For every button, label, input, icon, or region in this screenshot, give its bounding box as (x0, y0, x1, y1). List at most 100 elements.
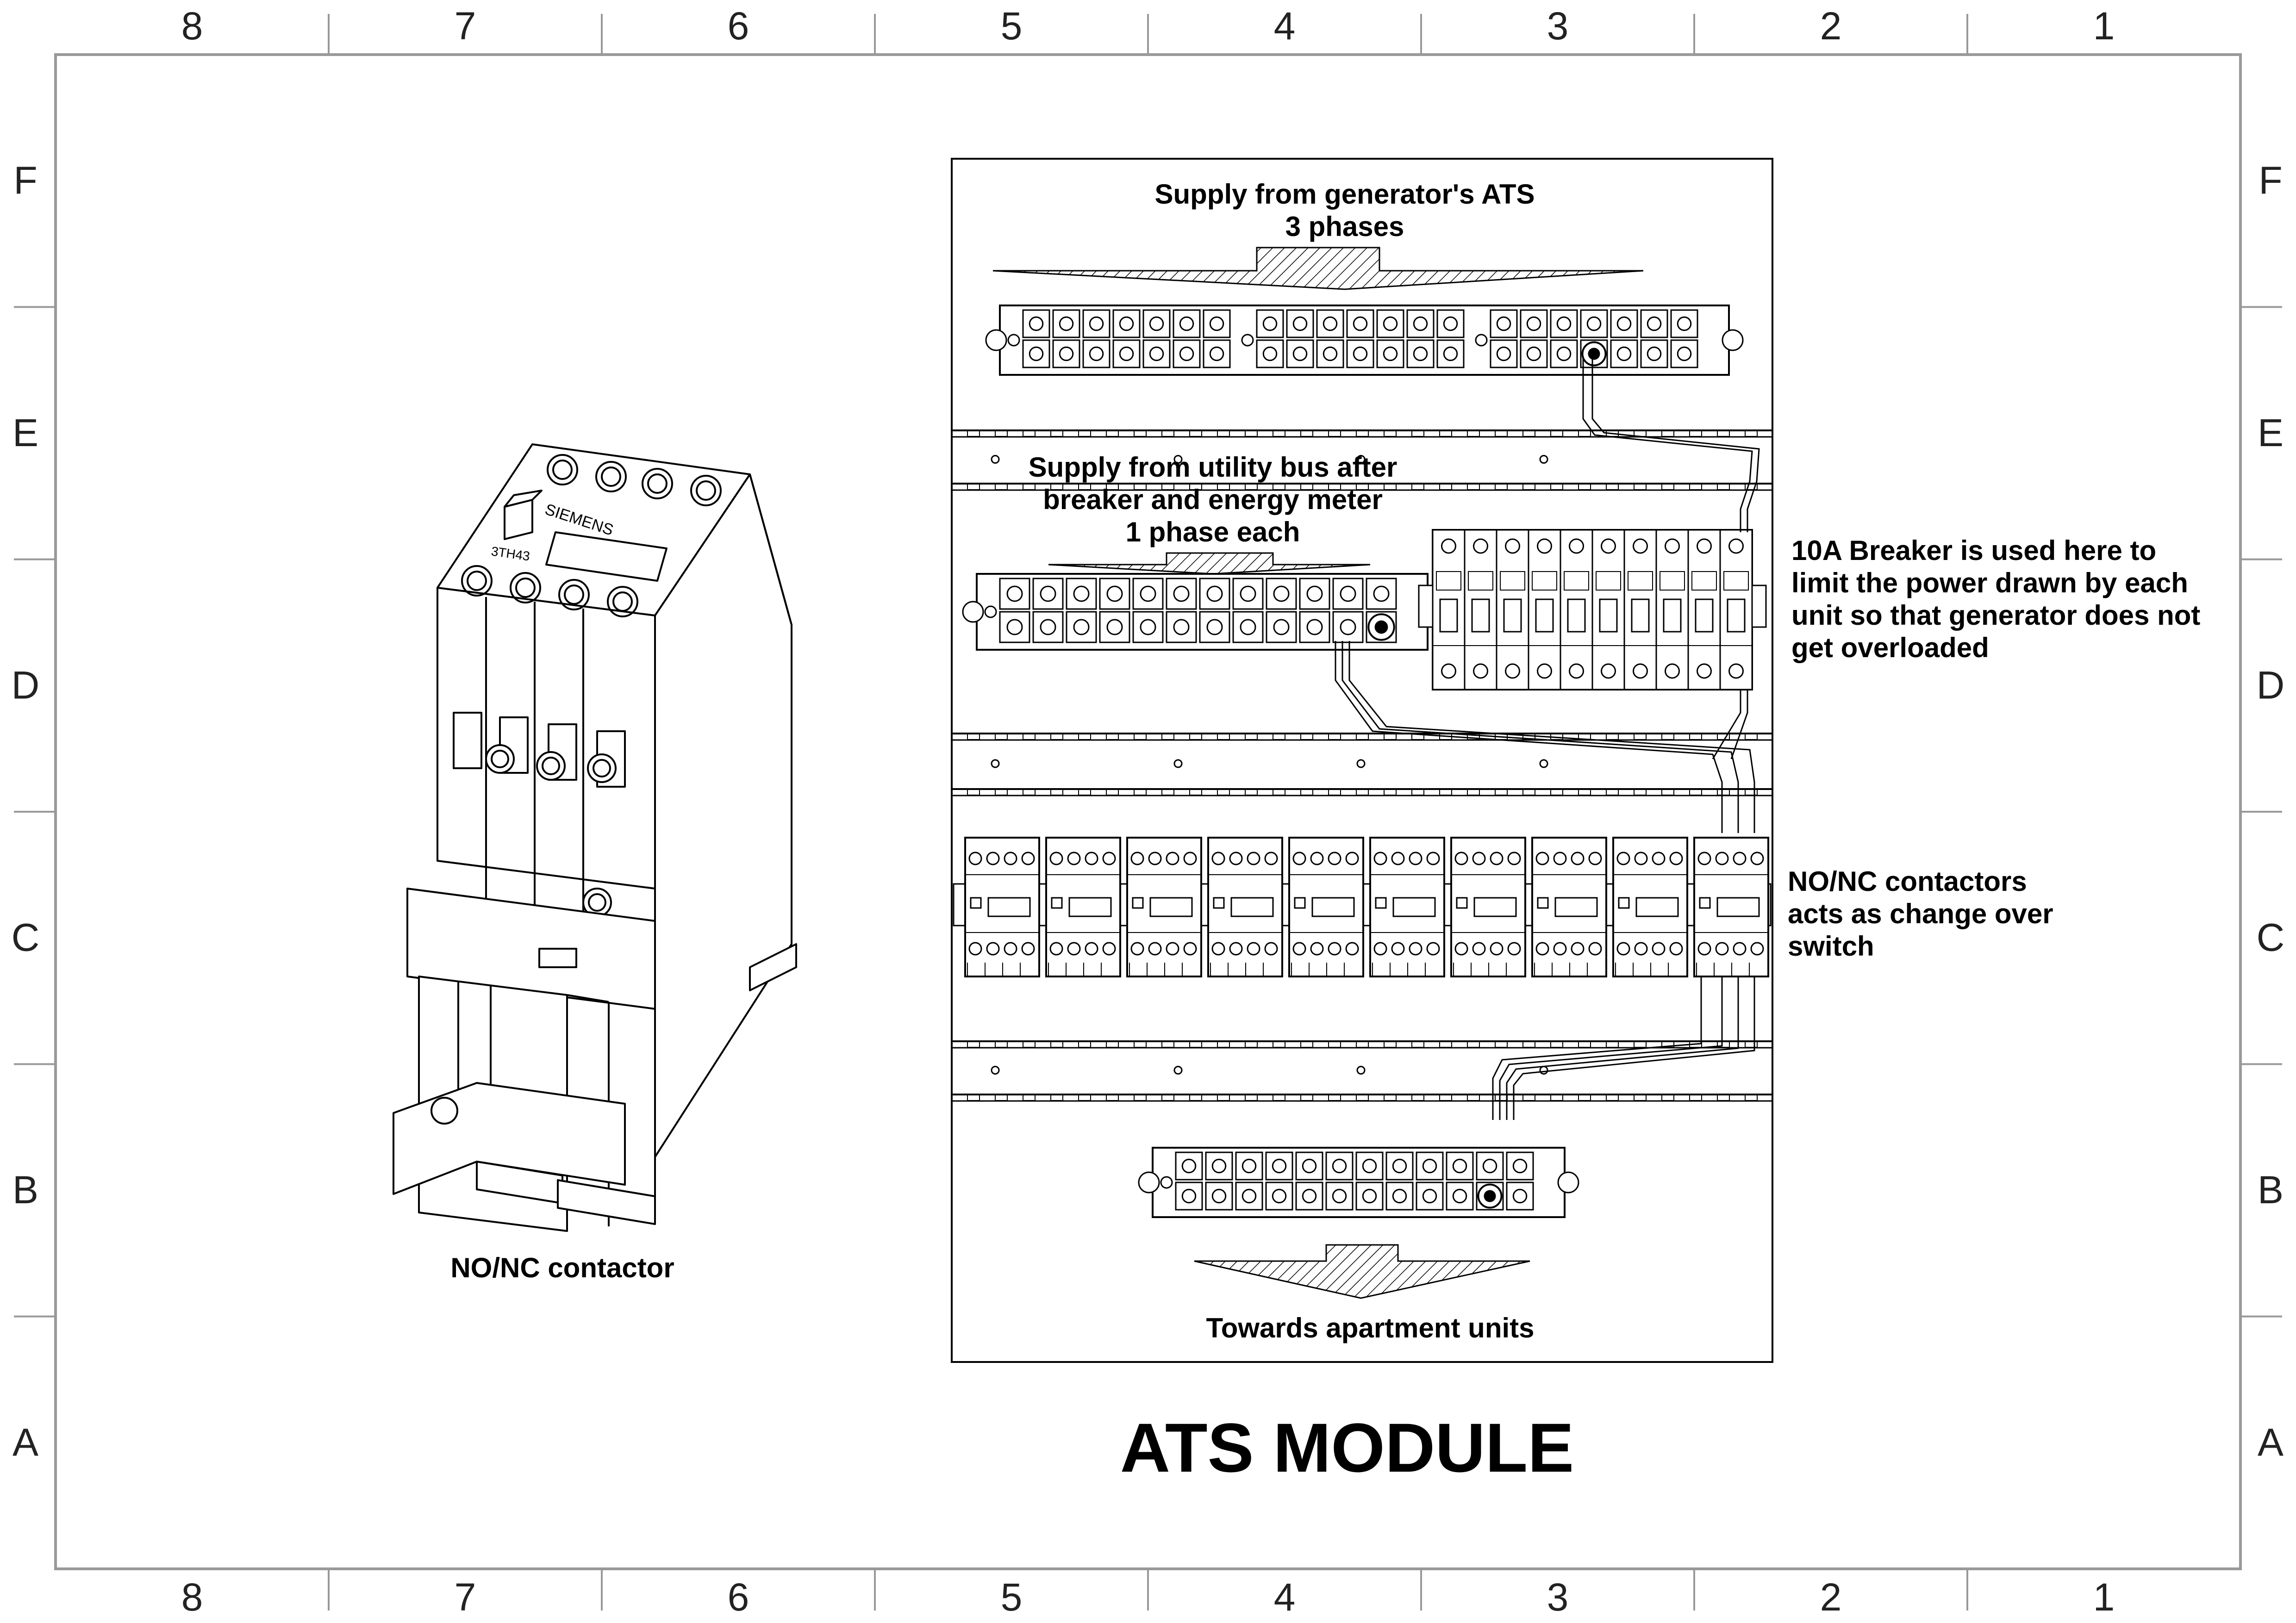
breaker-terminal (1537, 538, 1552, 554)
breaker-terminal (1569, 538, 1584, 554)
rail-slot (967, 1041, 980, 1048)
contactor-terminal (1148, 852, 1162, 865)
terminal-hole (1140, 585, 1156, 602)
contactor-terminal (1166, 852, 1179, 865)
terminal-hole (1206, 585, 1223, 602)
terminal-hole (1211, 1158, 1227, 1174)
rail-slot (1134, 734, 1147, 740)
rail-slot (1384, 789, 1397, 796)
terminal-hole (1677, 346, 1692, 361)
rail-slot (1661, 1094, 1674, 1101)
contactor-terminal (1345, 852, 1359, 865)
rail-slot (1495, 1094, 1508, 1101)
contactor-terminal (1588, 942, 1602, 956)
terminal-hole (1512, 1188, 1528, 1204)
terminal-cell (1355, 1181, 1384, 1211)
rail-slot (1661, 430, 1674, 437)
contactor-terminal (1715, 942, 1729, 956)
contactor-terminal (1616, 852, 1630, 865)
rail-slot (1634, 1041, 1647, 1048)
rail-slot (1717, 430, 1730, 437)
contactor-label-plate (1473, 897, 1517, 917)
contactor-button (1375, 897, 1387, 909)
contactor-note-line2: acts as change over (1788, 898, 2053, 929)
terminal-hole (1556, 346, 1572, 361)
contactor-terminal (1166, 942, 1179, 956)
rail-slot (1023, 734, 1036, 740)
terminal-cell (1610, 309, 1638, 338)
terminal-cell (1520, 339, 1548, 368)
rail-slot (1578, 484, 1591, 490)
terminal-cell (1506, 1181, 1534, 1211)
terminal-cell (1476, 1151, 1504, 1181)
terminal-cell (1082, 309, 1111, 338)
contactor-terminal (1733, 852, 1747, 865)
breaker-note-line3: unit so that generator does not (1791, 600, 2200, 631)
terminal-hole (1106, 585, 1123, 602)
terminal-hole (1332, 1188, 1347, 1204)
rail-screw (1356, 455, 1366, 464)
breaker-pole (1623, 529, 1657, 690)
utility-terminal-bar (962, 573, 1442, 651)
rail-slot (1245, 484, 1258, 490)
rail-slot (1328, 1094, 1341, 1101)
terminal-hole (1496, 316, 1511, 331)
breaker-label (1660, 571, 1685, 591)
rail-slot (1578, 430, 1591, 437)
rail-slot (1606, 1041, 1619, 1048)
rail-slot (1550, 484, 1563, 490)
rail-slot (1717, 484, 1730, 490)
terminal-cell (1436, 309, 1465, 338)
rail-slot (1300, 430, 1313, 437)
rail-slot (1522, 1041, 1535, 1048)
zone-column-label-4-bottom: 4 (1274, 1575, 1296, 1619)
terminal-cell (1416, 1181, 1444, 1211)
terminal-cell (1490, 339, 1518, 368)
terminal-hole (1006, 585, 1023, 602)
contactor-terminal (1535, 852, 1549, 865)
terminal-cell (1416, 1151, 1444, 1181)
terminal-hole (1556, 316, 1572, 331)
terminal-hole (1040, 585, 1056, 602)
rail-slot (1439, 1041, 1452, 1048)
zone-column-label-6-bottom: 6 (728, 1575, 749, 1619)
rail-slot (1023, 1041, 1036, 1048)
terminal-cell (1376, 309, 1404, 338)
output-terminal-bar (1138, 1147, 1579, 1218)
rail-slot (1189, 1041, 1202, 1048)
contactor-array (953, 837, 1772, 977)
contactor-terminal (1183, 852, 1197, 865)
breaker-terminal (1665, 663, 1680, 679)
rail-slot (1384, 1041, 1397, 1048)
terminal-hole (1059, 316, 1074, 331)
contactor-terminal (1229, 942, 1243, 956)
rail-slot (1328, 789, 1341, 796)
rail-slot (1356, 789, 1369, 796)
rail-slot (1606, 734, 1619, 740)
terminal-hole (1029, 316, 1044, 331)
terminal-cell (1366, 578, 1397, 610)
terminal-hole (1482, 1158, 1497, 1174)
terminal-bar-end (1722, 329, 1744, 351)
terminal-cell (1052, 309, 1080, 338)
terminal-cell (1265, 1151, 1293, 1181)
terminal-hole (1392, 1188, 1407, 1204)
breaker-array (1418, 529, 1767, 690)
breaker-terminal (1728, 663, 1744, 679)
terminal-cell (1256, 339, 1284, 368)
zone-row-label-A-left: A (12, 1420, 38, 1464)
utility-supply-label-line1: Supply from utility bus after (1029, 452, 1398, 483)
rail-slot (1217, 430, 1230, 437)
rail-slot (1134, 1041, 1147, 1048)
breaker-terminal (1728, 538, 1744, 554)
contactor-terminal (1130, 852, 1144, 865)
rail-slot (1384, 430, 1397, 437)
rail-slot (1217, 484, 1230, 490)
rail-slot (1439, 484, 1452, 490)
terminal-cell (1142, 309, 1171, 338)
terminal-hole (1272, 1188, 1287, 1204)
rail-slot (1050, 789, 1063, 796)
breaker-terminal (1505, 538, 1520, 554)
terminal-hole (1306, 619, 1323, 635)
